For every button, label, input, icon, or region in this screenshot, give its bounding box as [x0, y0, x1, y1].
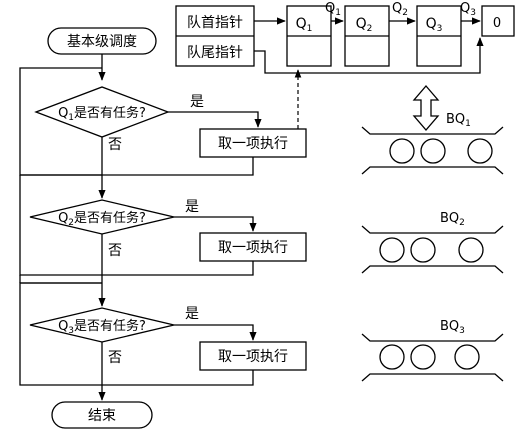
node-q3-sub: 3	[437, 24, 443, 34]
queue-node-q2: Q2	[344, 5, 390, 67]
node-q1-q: Q	[296, 16, 307, 32]
null-node-value: 0	[493, 16, 501, 31]
buffer-queue-1: BQ1	[361, 112, 504, 175]
bq1-item	[467, 138, 493, 164]
bq1-item	[420, 138, 446, 164]
bq2-item	[410, 237, 436, 263]
bq2-item	[379, 237, 405, 263]
decision-q3-question: 是否有任务?	[74, 318, 146, 334]
action-box-1: 取一项执行	[199, 128, 307, 158]
action-box-2: 取一项执行	[199, 232, 307, 262]
end-label: 结束	[88, 408, 116, 424]
no-label-3: 否	[108, 350, 122, 366]
tail-pointer-label: 队尾指针	[187, 45, 243, 61]
decision-q3-sub: 3	[68, 326, 74, 336]
svg-text:Q2是否有任务?: Q2是否有任务?	[58, 210, 146, 228]
start-label: 基本级调度	[67, 33, 137, 50]
link-label-1: Q1	[325, 1, 341, 18]
link-label-3: Q3	[460, 1, 476, 18]
decision-q2-sub: 2	[68, 218, 74, 228]
decision-q1-sub: 1	[68, 113, 74, 123]
action-label-1: 取一项执行	[218, 136, 288, 152]
bq2-item	[458, 237, 484, 263]
action-box-3: 取一项执行	[199, 341, 307, 371]
bq1-label: BQ1	[446, 112, 471, 129]
bq2-label: BQ2	[440, 211, 465, 228]
decision-q1-q: Q	[58, 106, 68, 121]
decision-q1: Q1是否有任务?	[34, 86, 170, 138]
node-q2-sub: 2	[367, 24, 373, 34]
svg-text:Q3: Q3	[426, 16, 443, 34]
action-label-2: 取一项执行	[218, 240, 288, 256]
svg-text:Q1是否有任务?: Q1是否有任务?	[58, 105, 146, 123]
queue-node-q1: Q1	[286, 5, 332, 67]
node-q2-q: Q	[356, 16, 367, 32]
node-q1-sub: 1	[307, 24, 313, 34]
start-terminal: 基本级调度	[47, 27, 157, 55]
decision-q2-question: 是否有任务?	[74, 210, 146, 226]
bq3-item	[379, 344, 405, 370]
yes-label-1: 是	[190, 94, 204, 110]
yes-label-2: 是	[185, 199, 199, 215]
queue-node-q3: Q3	[416, 5, 462, 67]
decision-q3: Q3是否有任务?	[29, 307, 175, 343]
queue-pointer-block: 队首指针 队尾指针	[175, 5, 255, 67]
bq1-item	[389, 138, 415, 164]
svg-text:Q3是否有任务?: Q3是否有任务?	[58, 318, 146, 336]
svg-text:Q1: Q1	[296, 16, 313, 34]
decision-q2: Q2是否有任务?	[29, 199, 175, 235]
decision-q3-q: Q	[58, 319, 68, 334]
no-label-1: 否	[108, 137, 122, 153]
yes-arrow-3	[174, 324, 257, 341]
decision-q1-question: 是否有任务?	[74, 105, 146, 121]
svg-text:Q2: Q2	[356, 16, 373, 34]
head-pointer-label: 队首指针	[187, 15, 243, 31]
double-arrow-icon	[412, 85, 440, 131]
bq3-item	[454, 344, 480, 370]
action-label-3: 取一项执行	[218, 349, 288, 365]
yes-arrow-1	[168, 111, 262, 128]
queue-node-null: 0	[481, 5, 515, 37]
yes-arrow-2	[174, 216, 257, 232]
link-label-2: Q2	[392, 1, 408, 18]
buffer-queue-2: BQ2	[361, 211, 504, 274]
buffer-queue-3: BQ3	[361, 319, 504, 382]
bq3-label: BQ3	[440, 319, 465, 336]
end-terminal: 结束	[51, 401, 153, 429]
no-label-2: 否	[108, 243, 122, 259]
bq3-item	[410, 344, 436, 370]
decision-q2-q: Q	[58, 211, 68, 226]
node-q3-q: Q	[426, 16, 437, 32]
loop-back-2	[19, 175, 254, 276]
yes-label-3: 是	[185, 306, 199, 322]
tail-pointer-arrow	[254, 37, 484, 74]
